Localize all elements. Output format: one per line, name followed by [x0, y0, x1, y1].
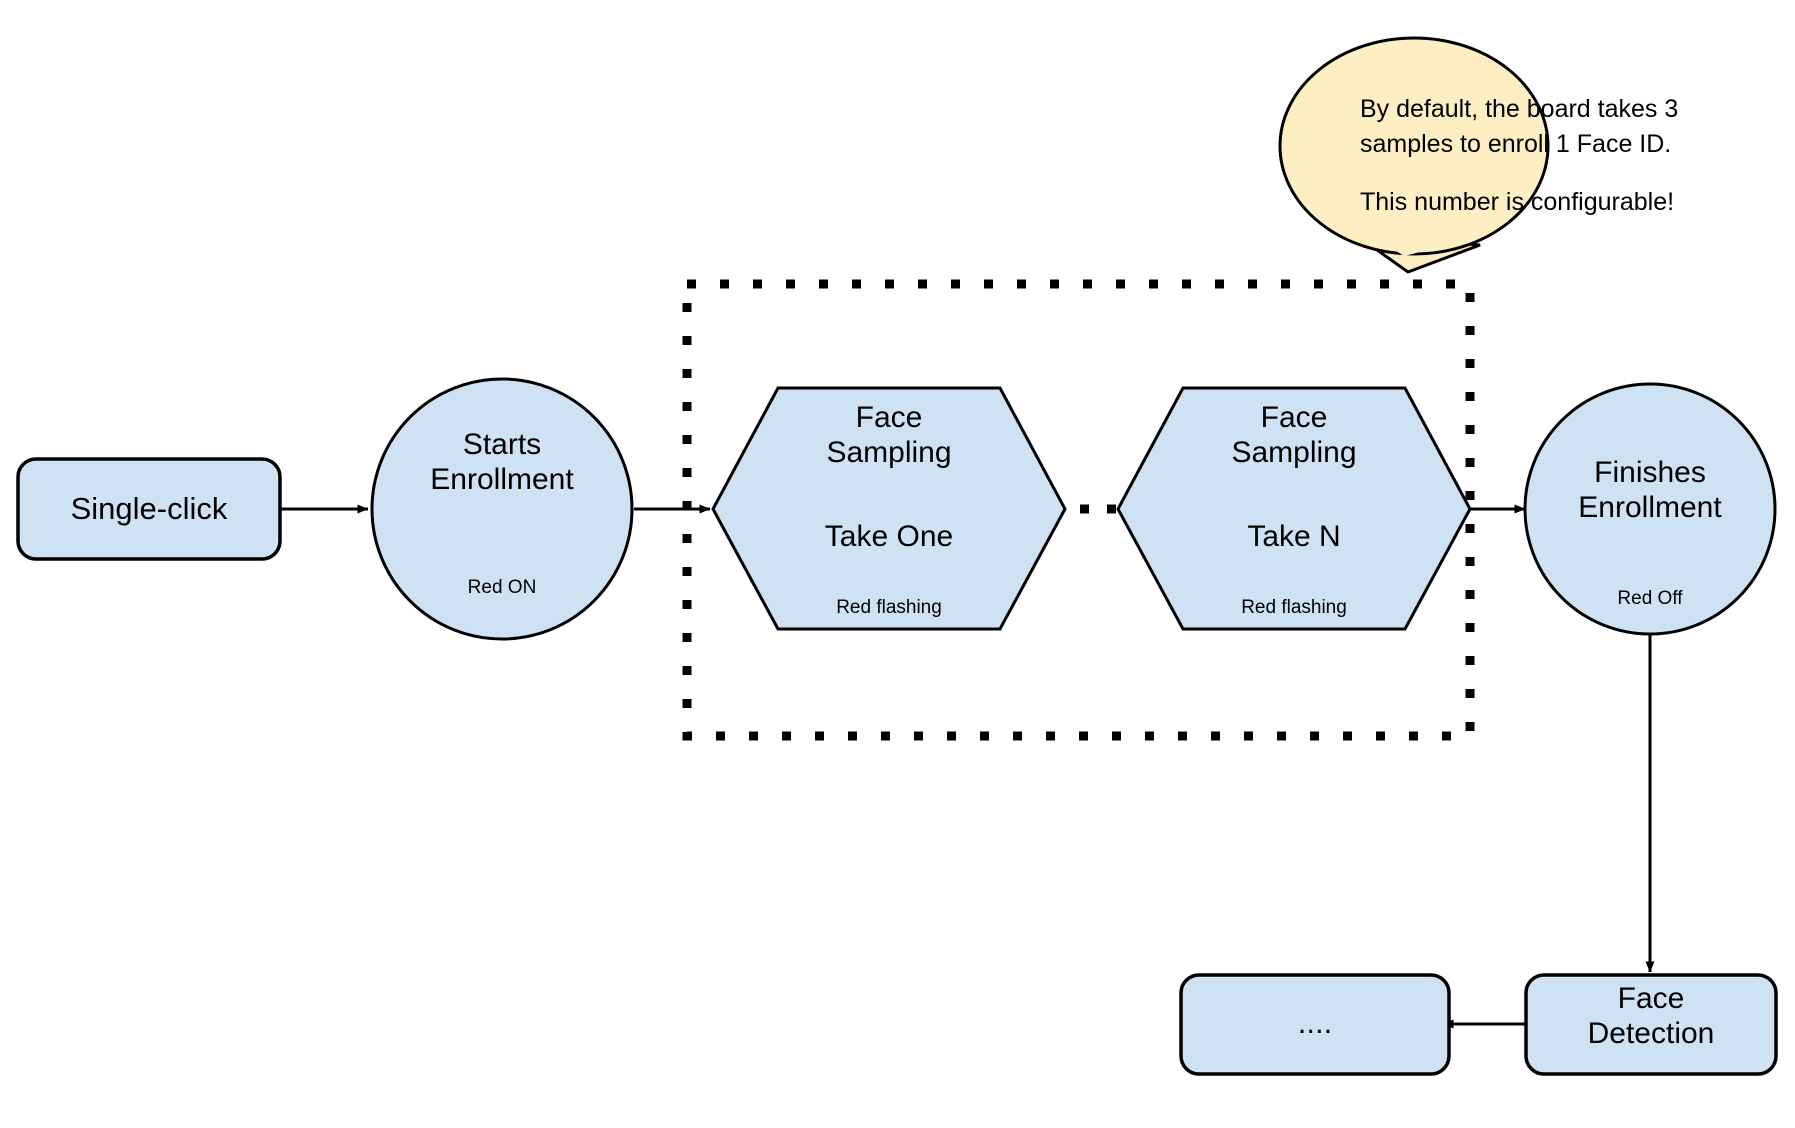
node-single-click[interactable] [16, 457, 282, 561]
callout-bubble [1278, 36, 1550, 256]
callout-tail-seam-patch [1360, 228, 1473, 256]
node-finishes-enrollment[interactable] [1523, 382, 1777, 636]
callout-balloon [1278, 36, 1550, 274]
node-starts-enrollment[interactable] [370, 377, 634, 641]
node-ellipsis[interactable] [1179, 973, 1451, 1076]
node-face-sampling-one[interactable] [711, 386, 1067, 631]
node-face-sampling-n[interactable] [1116, 386, 1472, 631]
node-face-detection[interactable] [1524, 973, 1778, 1076]
